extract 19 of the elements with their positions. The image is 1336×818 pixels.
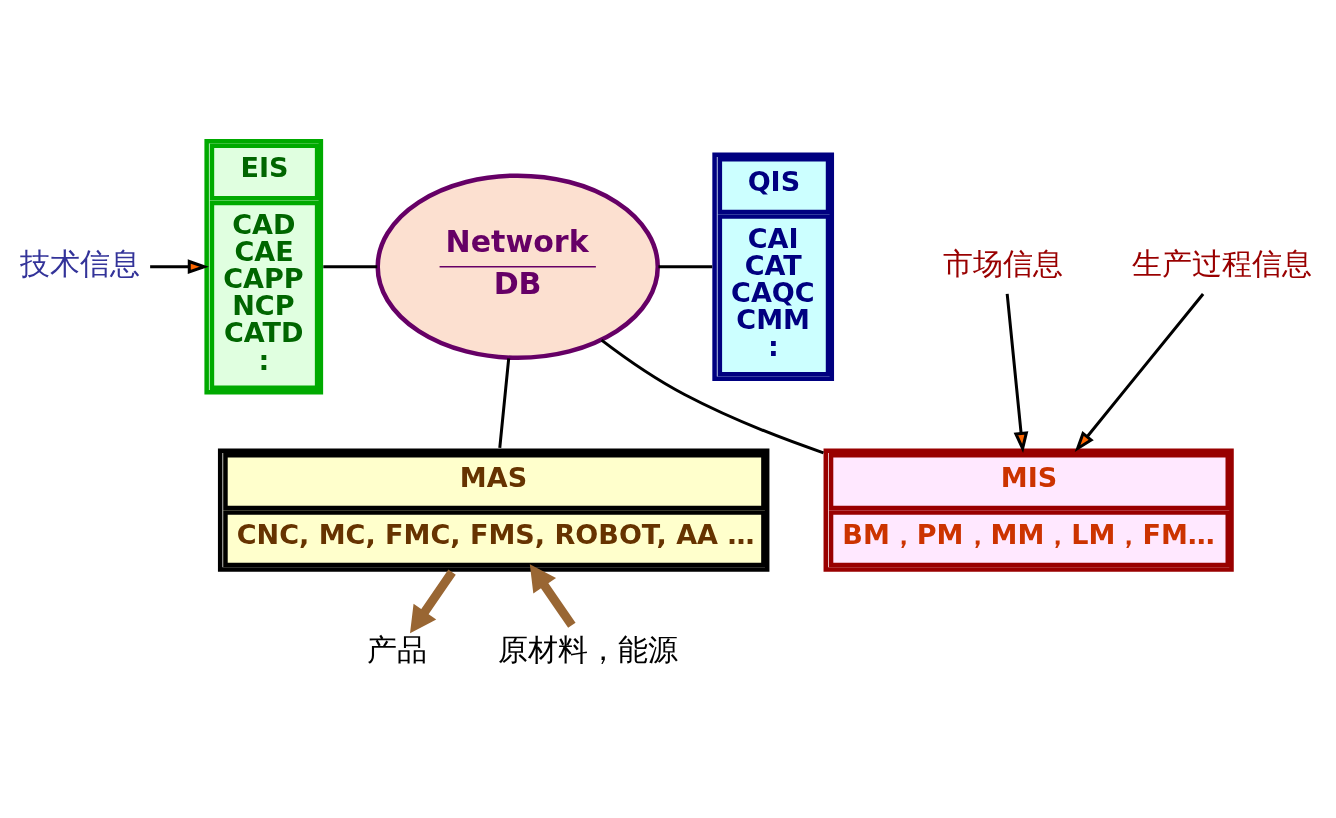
- node-box: MIS BM，PM，MM，LM，FM…: [823, 448, 1234, 572]
- node-text: 市场信息: [943, 245, 1063, 281]
- node-text: 技术信息: [20, 245, 141, 281]
- connector: [498, 357, 511, 448]
- connector: [323, 264, 378, 268]
- node-box: MAS CNC, MC, FMC, FMS, ROBOT, AA …: [217, 448, 770, 572]
- connector: [600, 338, 824, 454]
- node-box: QIS CAI CAT CAQC CMM :: [712, 152, 835, 381]
- arrow: [1074, 292, 1205, 452]
- connector: [658, 264, 713, 268]
- node-ellipse: Network DB: [375, 172, 660, 360]
- node-text: 原材料，能源: [498, 631, 679, 667]
- arrow: [410, 569, 456, 633]
- arrow: [529, 563, 576, 628]
- node-text: 产品: [366, 631, 427, 667]
- arrow: [150, 258, 209, 274]
- node-text: 生产过程信息: [1132, 245, 1313, 281]
- node-box: EIS CAD CAE CAPP NCP CATD :: [204, 138, 324, 394]
- arrow: [1005, 293, 1029, 453]
